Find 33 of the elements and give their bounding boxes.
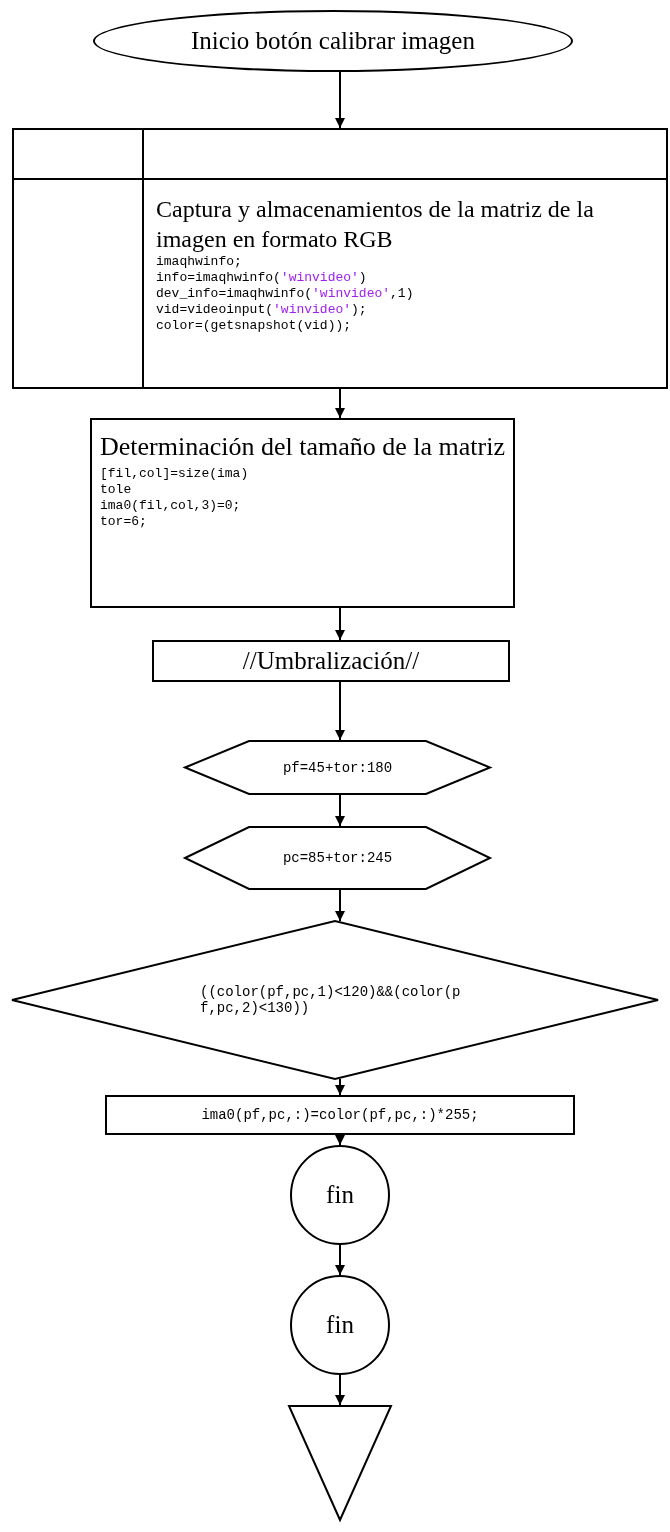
process-box <box>105 1095 575 1135</box>
arrow <box>335 71 345 129</box>
code-line: color=(getsnapshot(vid)); <box>156 318 353 334</box>
terminal-label: Inicio botón calibrar imagen <box>191 27 475 55</box>
step-heading: Captura y almacenamientos de la matriz de la imagen en formato RGB <box>156 195 595 254</box>
step-heading: Determinación del tamaño de la matriz <box>100 431 505 463</box>
arrow <box>335 1134 345 1146</box>
arrow <box>335 607 345 641</box>
process-box <box>152 640 510 682</box>
code-line: info=imaqhwinfo('winvideo') <box>156 270 368 286</box>
code-line: pc=85+tor:245 <box>282 850 393 866</box>
connector-label: fin <box>326 1181 354 1209</box>
arrow <box>335 794 345 827</box>
arrow <box>335 1374 345 1406</box>
connector-label: fin <box>326 1311 354 1339</box>
code-line: dev_info=imaqhwinfo('winvideo',1) <box>156 286 415 302</box>
code-line: vid=videoinput('winvideo'); <box>156 302 368 318</box>
code-line: imaqhwinfo; <box>156 254 243 270</box>
arrow <box>335 388 345 419</box>
code-line: [fil,col]=size(ima) <box>100 466 250 482</box>
arrow <box>335 681 345 741</box>
code-line: tor=6; <box>100 514 148 530</box>
arrow <box>335 1078 345 1096</box>
process-box <box>90 418 515 608</box>
code-line: ima0(fil,col,3)=0; <box>100 498 242 514</box>
code-line: ((color(pf,pc,1)<120)&&(color(pf,pc,2)<130)) <box>200 984 462 1016</box>
table <box>12 128 668 389</box>
step-label: //Umbralización// <box>242 647 420 675</box>
arrow <box>335 1244 345 1276</box>
code-line: ima0(pf,pc,:)=color(pf,pc,:)*255; <box>201 1107 479 1123</box>
arrow <box>335 889 345 922</box>
code-line: pf=45+tor:180 <box>282 759 393 776</box>
code-line: tole <box>100 482 133 498</box>
